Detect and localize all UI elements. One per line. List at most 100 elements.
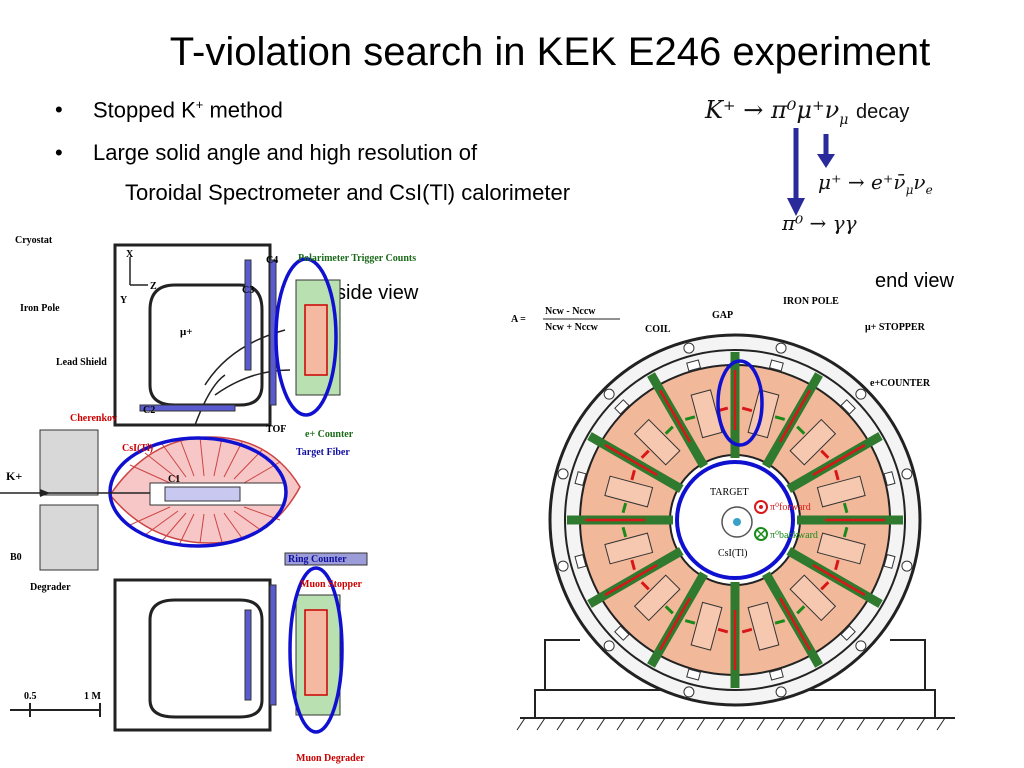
bullet-dot: • bbox=[55, 140, 63, 165]
gap-counter bbox=[633, 574, 681, 622]
decay-arrows bbox=[787, 128, 835, 216]
decay-formula-1: K⁺ → π⁰μ⁺ν bbox=[705, 96, 840, 124]
lead-shield-top bbox=[39, 429, 99, 496]
decay-line-3: π⁰ → γγ bbox=[782, 211, 857, 235]
field-arrow bbox=[664, 425, 674, 435]
label-ring-counter: Ring Counter bbox=[288, 554, 347, 565]
arrow-head bbox=[817, 154, 835, 168]
chamber-lower bbox=[244, 609, 252, 701]
decay-sub: μ bbox=[839, 111, 849, 128]
side-view-diagram: Cryostat X Z Y Iron Pole Lead Shield Che… bbox=[0, 235, 416, 764]
mounting-bolt bbox=[775, 686, 787, 698]
ground-hatch bbox=[516, 717, 946, 731]
outer-bracket bbox=[574, 471, 587, 487]
label-c3: C3 bbox=[242, 285, 254, 296]
mounting-bolt bbox=[855, 388, 867, 400]
end-view-diagram: A = Ncw - Nccw Ncw + Nccw TARGET π⁰forwa… bbox=[511, 296, 955, 731]
label-stopper: μ+ STOPPER bbox=[865, 322, 926, 333]
label-eplus-counter: e+ Counter bbox=[305, 429, 354, 440]
field-arrow bbox=[684, 415, 696, 421]
field-arrow bbox=[741, 627, 753, 634]
field-arrow bbox=[640, 581, 650, 591]
label-scale-05: 0.5 bbox=[24, 691, 37, 702]
toroid-sector bbox=[587, 399, 684, 493]
page-title: T-violation search in KEK E246 experimen… bbox=[169, 30, 931, 74]
muon-stopper-upper bbox=[304, 304, 328, 376]
decay-formula-2: μ⁺ → e⁺ν̄ bbox=[818, 170, 906, 194]
label-lead-shield: Lead Shield bbox=[56, 357, 107, 368]
field-arrow bbox=[684, 619, 696, 625]
asym-a: A = bbox=[511, 314, 526, 325]
field-arrow bbox=[820, 449, 830, 459]
outer-bracket bbox=[768, 359, 784, 372]
coil-stripe bbox=[658, 389, 692, 443]
backward-cross bbox=[756, 529, 766, 539]
polarimeter-ellipse-lower bbox=[288, 566, 344, 734]
label-tof: TOF bbox=[266, 424, 286, 435]
side-view-label: side view bbox=[336, 282, 419, 304]
label-x: X bbox=[126, 249, 134, 260]
gap-counter bbox=[747, 389, 780, 439]
upper-yoke bbox=[113, 243, 272, 427]
outer-bracket bbox=[883, 553, 896, 569]
field-arrow bbox=[640, 449, 650, 459]
field-arrow bbox=[774, 415, 786, 421]
mounting-bolt bbox=[775, 342, 787, 354]
label-c1: C1 bbox=[168, 474, 180, 485]
lower-yoke bbox=[113, 578, 272, 732]
decay-line-2: μ⁺ → e⁺ν̄μνe bbox=[818, 170, 933, 197]
label-backward: π⁰backward bbox=[770, 530, 818, 541]
decay-line-1: K⁺ → π⁰μ⁺νμ decay bbox=[705, 96, 909, 128]
toroid-sector bbox=[786, 432, 896, 514]
label-target-fiber: Target Fiber bbox=[296, 447, 350, 458]
mounting-bolt bbox=[683, 342, 695, 354]
chamber-lower-outer bbox=[269, 584, 277, 706]
polarimeter-ellipse-upper bbox=[274, 257, 338, 417]
lead-shield-bottom bbox=[39, 504, 99, 571]
decay-word: decay bbox=[855, 101, 910, 123]
label-pol-trig: Polarimeter Trigger Counts bbox=[298, 253, 416, 264]
toroid-sector bbox=[647, 359, 729, 469]
outer-bracket bbox=[840, 399, 856, 415]
coil-stripe bbox=[604, 443, 658, 477]
bullet-continuation: Toroidal Spectrometer and CsI(Tl) calori… bbox=[125, 180, 571, 205]
bullet-solid-angle: •Large solid angle and high resolution o… bbox=[55, 140, 477, 166]
coil-stripe bbox=[658, 597, 692, 651]
coil-stripe bbox=[812, 443, 866, 477]
decay-sub: e bbox=[925, 183, 933, 197]
label-cherenkov: Cherenkov bbox=[70, 413, 117, 424]
toroid-sector bbox=[797, 515, 903, 571]
asym-denominator: Ncw + Nccw bbox=[545, 322, 599, 333]
label-coil: COIL bbox=[645, 324, 671, 335]
label-degrader: Degrader bbox=[30, 582, 71, 593]
outer-bracket bbox=[686, 668, 702, 681]
field-arrow bbox=[834, 469, 840, 481]
label-counter: e+COUNTER bbox=[870, 378, 931, 389]
field-arrow bbox=[630, 469, 636, 481]
field-arrow bbox=[834, 559, 840, 571]
chamber-c2 bbox=[139, 404, 236, 412]
bullet-stopped-k: •Stopped K+ method bbox=[55, 97, 283, 123]
label-muon-stopper: Muon Stopper bbox=[300, 579, 363, 590]
gap-ellipse bbox=[716, 359, 764, 447]
label-c4: C4 bbox=[266, 255, 278, 266]
decay-sub: μ bbox=[905, 183, 914, 197]
bullet-dot: • bbox=[55, 97, 63, 123]
field-arrow bbox=[621, 526, 628, 538]
gap-counter bbox=[604, 475, 654, 508]
field-arrow bbox=[621, 502, 628, 514]
label-iron-pole: IRON POLE bbox=[783, 296, 839, 307]
toroid-sector bbox=[730, 352, 786, 458]
mounting-bolt bbox=[603, 388, 615, 400]
toroid-sector bbox=[741, 571, 823, 681]
chamber-c3 bbox=[244, 259, 252, 371]
gap-counter bbox=[690, 601, 723, 651]
field-arrow bbox=[664, 605, 674, 615]
field-arrow bbox=[796, 425, 806, 435]
csi-barrel bbox=[109, 436, 301, 544]
outer-bracket bbox=[883, 471, 896, 487]
mounting-bolt bbox=[603, 640, 615, 652]
gap-counter bbox=[690, 389, 723, 439]
gap-counter bbox=[747, 601, 780, 651]
asym-numerator: Ncw - Nccw bbox=[545, 306, 596, 317]
